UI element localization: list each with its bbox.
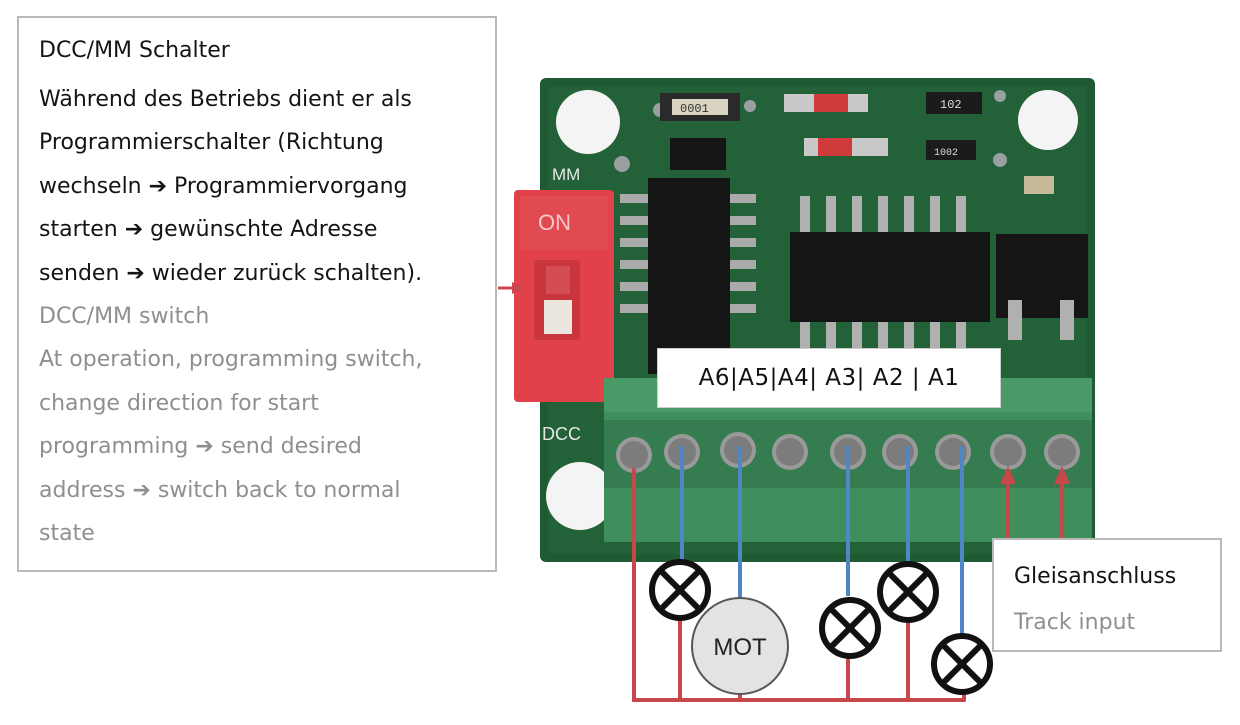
terminal-screws (616, 432, 1080, 473)
switch-desc-line: Während des Betriebs dient er als (39, 87, 412, 112)
switch-desc-line-en: programming ➔ send desired (39, 434, 362, 460)
switch-desc-line-en: address ➔ switch back to normal (39, 477, 401, 503)
switch-desc-line-en: change direction for start (39, 390, 319, 416)
track-input-label-de: Gleisanschluss (1014, 564, 1177, 589)
lamp-icon (877, 561, 939, 623)
output-wires (680, 446, 964, 640)
svg-text:102: 102 (940, 98, 962, 112)
svg-text:1002: 1002 (934, 148, 958, 159)
ic-chip (648, 178, 730, 374)
switch-desc-line: starten ➔ gewünschte Adresse (39, 217, 378, 243)
track-input-arrows (1006, 480, 1064, 546)
lamp-icon (931, 633, 993, 695)
lamp-icon (649, 559, 711, 621)
track-input-label-en: Track input (1014, 610, 1136, 635)
switch-knob (544, 300, 572, 334)
switch-title-en: DCC/MM switch (39, 304, 210, 330)
motor-icon: MOT (691, 597, 789, 695)
switch-desc-line-en: state (39, 521, 95, 547)
terminal-output-labels: A6|A5|A4| A3| A2 | A1 (657, 348, 1001, 408)
mounting-hole (546, 462, 614, 530)
switch-info-box: DCC/MM Schalter Während des Betriebs die… (17, 16, 497, 572)
mounting-hole (556, 90, 620, 154)
track-input-box: Gleisanschluss Track input (992, 538, 1222, 652)
lamp-icon (819, 597, 881, 659)
mounting-hole (1018, 90, 1078, 150)
switch-title-de: DCC/MM Schalter (39, 38, 230, 63)
switch-desc-line: Programmierschalter (Richtung (39, 130, 384, 156)
motor-label: MOT (713, 634, 767, 661)
switch-on-label: ON (538, 210, 571, 235)
ic-chip (790, 232, 990, 322)
dcc-label: DCC (542, 424, 581, 444)
resistor-label: 0001 (680, 102, 709, 116)
switch-desc-line-en: At operation, programming switch, (39, 347, 423, 373)
mm-label: MM (552, 165, 580, 184)
switch-desc-line: senden ➔ wieder zurück schalten). (39, 260, 423, 286)
switch-desc-line: wechseln ➔ Programmiervorgang (39, 173, 408, 199)
